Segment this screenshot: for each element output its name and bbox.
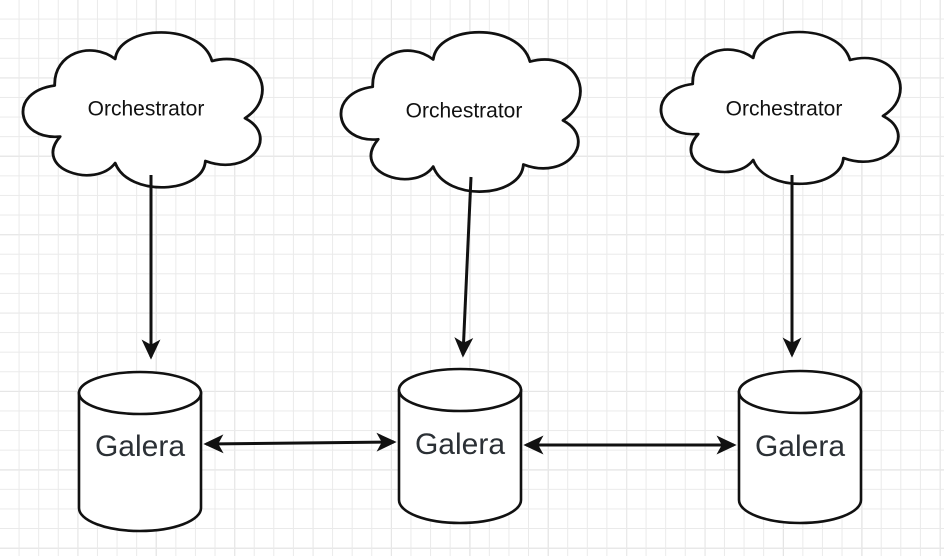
cloud-label: Orchestrator xyxy=(88,98,205,121)
cylinder-top xyxy=(737,369,863,415)
cloud-shape xyxy=(659,30,902,186)
edge-orchestrator2-to-galera2[interactable] xyxy=(454,176,474,358)
cloud-label: Orchestrator xyxy=(406,100,523,123)
cylinder-body xyxy=(77,391,203,533)
edge-line xyxy=(454,176,474,358)
cylinder-top xyxy=(397,367,523,413)
cloud-shape xyxy=(339,31,582,193)
node-galera-2[interactable]: Galera xyxy=(397,367,523,525)
cloud-shape xyxy=(21,31,264,189)
node-orchestrator-3[interactable]: Orchestrator xyxy=(659,30,902,186)
cylinder-label: Galera xyxy=(415,428,505,461)
cloud-label: Orchestrator xyxy=(726,98,843,121)
cylinder-top xyxy=(77,370,203,416)
cylinder-label: Galera xyxy=(755,430,845,463)
cylinder-body xyxy=(737,390,863,525)
node-galera-1[interactable]: Galera xyxy=(77,370,203,533)
node-orchestrator-1[interactable]: Orchestrator xyxy=(21,31,264,189)
edge-line xyxy=(203,432,397,454)
cylinder-label: Galera xyxy=(95,430,185,463)
node-orchestrator-2[interactable]: Orchestrator xyxy=(339,31,582,193)
cylinder-body xyxy=(397,388,523,525)
node-galera-3[interactable]: Galera xyxy=(737,369,863,525)
edge-galera1-to-galera2[interactable] xyxy=(203,432,397,454)
